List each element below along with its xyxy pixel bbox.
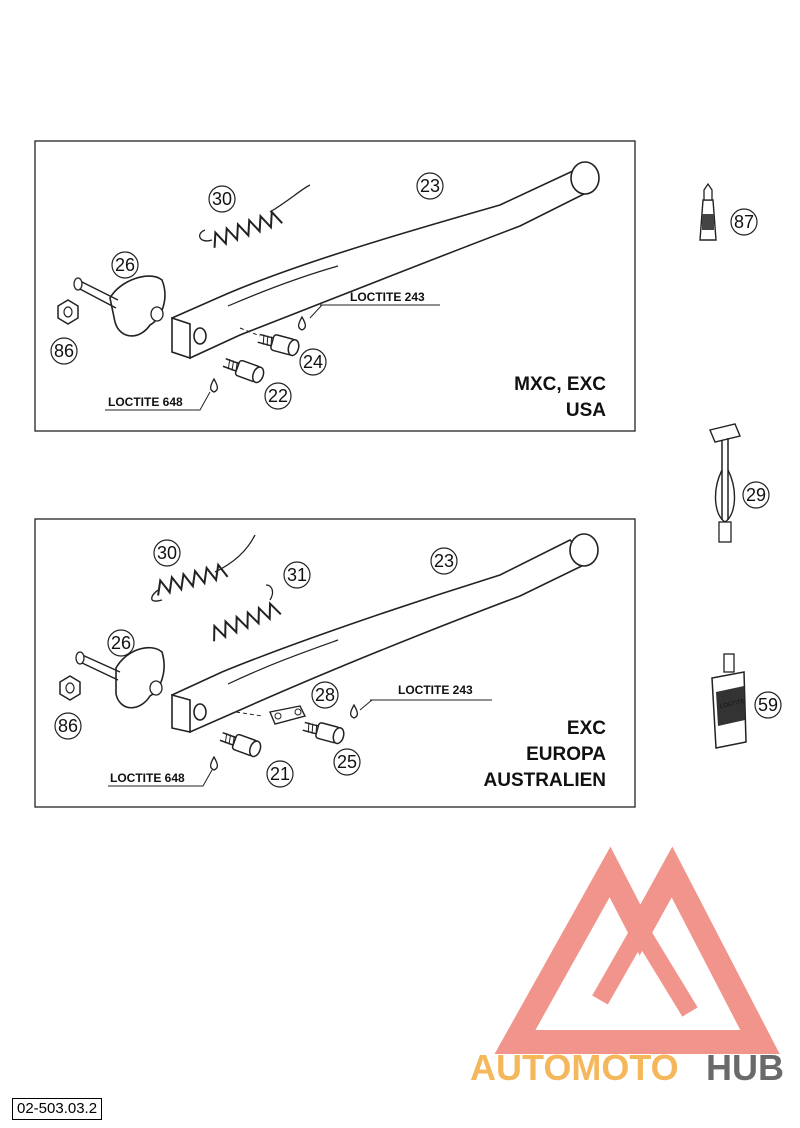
bottle-label: LOCTITE (719, 699, 745, 710)
svg-text:30: 30 (212, 189, 232, 209)
model-label-line-1: EXC (567, 718, 606, 739)
loctite-bottle-59: LOCTITE 59 (711, 653, 782, 749)
callout-30: 30 (153, 539, 181, 567)
side-stand-23 (170, 161, 600, 360)
loctite-tube-87: 87 (699, 182, 758, 241)
callout-23: 23 (416, 172, 444, 200)
callout-24: 24 (299, 348, 327, 376)
loctite-243-label: LOCTITE 243 (350, 290, 425, 304)
callout-87: 87 (734, 212, 754, 232)
callout-22: 22 (264, 382, 292, 410)
pivot-bracket-26 (75, 646, 165, 709)
svg-text:30: 30 (157, 543, 177, 563)
callout-29: 29 (746, 485, 766, 505)
watermark-brand-automoto: AUTOMOTO (470, 1047, 679, 1088)
callout-86: 86 (50, 337, 78, 365)
callout-28: 28 (311, 681, 339, 709)
callout-59: 59 (758, 695, 778, 715)
svg-text:26: 26 (115, 255, 135, 275)
nut-86 (59, 675, 81, 701)
model-label-line-1: MXC, EXC (514, 374, 606, 395)
svg-text:86: 86 (58, 716, 78, 736)
automotohub-watermark: AUTOMOTO HUB (470, 846, 784, 1088)
callout-30: 30 (208, 185, 236, 213)
loctite-648-label: LOCTITE 648 (110, 771, 185, 785)
svg-text:24: 24 (303, 352, 323, 372)
spring-30 (151, 534, 256, 602)
svg-text:25: 25 (337, 752, 357, 772)
callout-26: 26 (111, 251, 139, 279)
pivot-bracket-26 (73, 275, 166, 337)
model-label-line-2: USA (566, 400, 606, 421)
lock-plate-28 (235, 705, 307, 725)
callout-26: 26 (107, 629, 135, 657)
tool-29: 29 (709, 423, 770, 543)
svg-text:22: 22 (268, 386, 288, 406)
side-stand-23 (170, 533, 599, 734)
svg-text:23: 23 (420, 176, 440, 196)
reference-code: 02-503.03.2 (12, 1098, 103, 1120)
svg-text:28: 28 (315, 685, 335, 705)
svg-text:31: 31 (287, 565, 307, 585)
callout-21: 21 (266, 760, 294, 788)
nut-86 (57, 299, 79, 325)
svg-text:21: 21 (270, 764, 290, 784)
loctite-648-label: LOCTITE 648 (108, 395, 183, 409)
loctite-243-label: LOCTITE 243 (398, 683, 473, 697)
svg-text:23: 23 (434, 551, 454, 571)
model-label-line-2: EUROPA (526, 744, 606, 765)
callout-31: 31 (283, 561, 311, 589)
panel-mxc-exc-usa: LOCTITE 243 LOCTITE 648 30 23 26 86 24 2… (34, 140, 636, 432)
model-label-line-3: AUSTRALIEN (484, 770, 606, 791)
svg-text:86: 86 (54, 341, 74, 361)
bolt-24 (239, 327, 302, 358)
spring-30 (199, 184, 311, 249)
callout-23: 23 (430, 547, 458, 575)
panel-exc-europa-australien: LOCTITE 243 LOCTITE 648 30 31 23 26 86 2… (34, 518, 636, 808)
spring-31 (207, 584, 282, 643)
callout-25: 25 (333, 748, 361, 776)
svg-text:26: 26 (111, 633, 131, 653)
watermark-brand-hub: HUB (706, 1047, 784, 1088)
callout-86: 86 (54, 712, 82, 740)
